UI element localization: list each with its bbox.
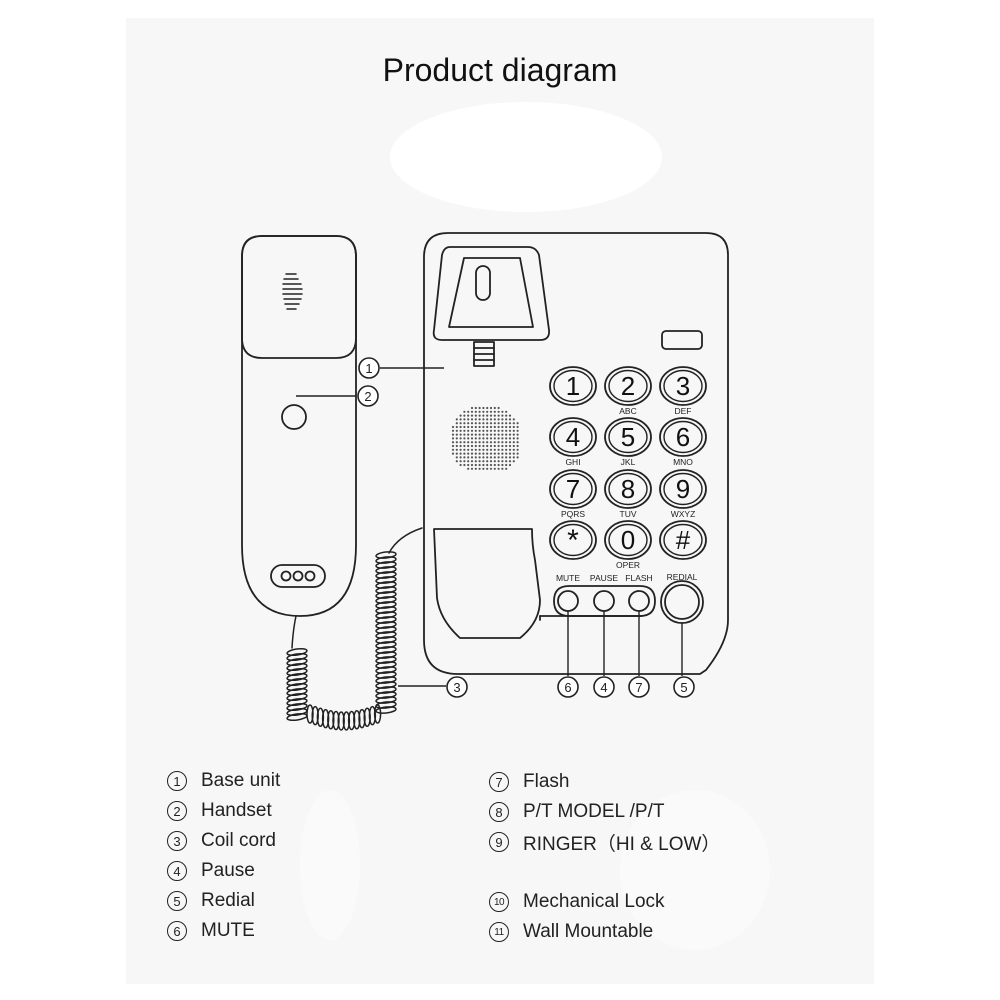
key-digit: 3 <box>676 371 690 401</box>
legend-label: P/T MODEL /P/T <box>523 801 665 822</box>
pause-label: PAUSE <box>590 573 619 583</box>
erased-patch <box>390 102 662 212</box>
legend-item: 5 Redial <box>167 888 255 914</box>
mute-label: MUTE <box>556 573 580 583</box>
key-hash: # <box>659 520 707 560</box>
callout-6: 6 <box>564 680 571 695</box>
key-letters: TUV <box>620 509 637 519</box>
mouthpiece <box>270 564 326 588</box>
legend-number: 3 <box>167 831 187 851</box>
legend-item: 3 Coil cord <box>167 828 276 854</box>
callout-1: 1 <box>365 361 372 376</box>
key-digit: 9 <box>676 474 690 504</box>
key-letters: GHI <box>565 457 580 467</box>
function-keys <box>553 580 704 624</box>
legend-number: 4 <box>167 861 187 881</box>
mute-key <box>557 590 579 612</box>
handset <box>241 235 357 617</box>
key-digit: 8 <box>621 474 635 504</box>
legend-item: 4 Pause <box>167 858 255 884</box>
legend-number: 8 <box>489 802 509 822</box>
key-letters: WXYZ <box>671 509 696 519</box>
legend-number: 1 <box>167 771 187 791</box>
legend-item: 1 Base unit <box>167 768 280 794</box>
coil-cord <box>286 527 423 731</box>
key-digit: 1 <box>566 371 580 401</box>
pause-key <box>593 590 615 612</box>
key-digit: 6 <box>676 422 690 452</box>
flash-key <box>628 590 650 612</box>
redial-key-outer <box>660 580 704 624</box>
redial-key <box>664 584 700 620</box>
legend-label: MUTE <box>201 920 255 941</box>
handset-button <box>281 404 307 430</box>
legend-number: 10 <box>489 892 509 912</box>
legend-label: Redial <box>201 890 255 911</box>
flash-label: FLASH <box>625 573 652 583</box>
legend-item: 9 RINGER（HI & LOW） <box>489 829 720 855</box>
redial-label: REDIAL <box>667 572 698 582</box>
callout-7: 7 <box>635 680 642 695</box>
legend-item: 2 Handset <box>167 798 272 824</box>
lower-cradle <box>433 528 541 639</box>
legend-number: 2 <box>167 801 187 821</box>
key-letters: JKL <box>621 457 636 467</box>
key-letters: DEF <box>675 406 692 416</box>
key-star: * <box>549 520 597 560</box>
callout-3: 3 <box>453 680 460 695</box>
legend-number: 11 <box>489 922 509 942</box>
callout-4: 4 <box>600 680 607 695</box>
key-digit: 2 <box>621 371 635 401</box>
handset-cradle <box>432 246 550 341</box>
legend-item: 7 Flash <box>489 769 569 795</box>
key-letters: PQRS <box>561 509 585 519</box>
legend-number: 6 <box>167 921 187 941</box>
key-digit: 4 <box>566 422 580 452</box>
legend-label: Mechanical Lock <box>523 891 665 912</box>
key-letters: OPER <box>616 560 640 570</box>
legend-label: RINGER（HI & LOW） <box>523 833 721 855</box>
key-letters: ABC <box>619 406 636 416</box>
key-1: 1 <box>549 366 597 406</box>
page-title: Product diagram <box>382 52 618 88</box>
callout-2: 2 <box>364 389 371 404</box>
legend-number: 9 <box>489 832 509 852</box>
legend-label: Handset <box>201 800 272 821</box>
legend-label: Coil cord <box>201 830 276 851</box>
key-digit: 0 <box>621 525 635 555</box>
earpiece-grille <box>282 273 303 310</box>
indicator-light <box>661 330 703 350</box>
legend-label: Wall Mountable <box>523 921 654 942</box>
key-digit: * <box>567 524 579 557</box>
legend-item: 6 MUTE <box>167 918 255 944</box>
callout-5: 5 <box>680 680 687 695</box>
legend-label: Pause <box>201 860 255 881</box>
speaker-grille <box>451 406 519 470</box>
legend-item: 10 Mechanical Lock <box>489 889 665 915</box>
legend-number: 5 <box>167 891 187 911</box>
legend-label: Flash <box>523 771 570 792</box>
key-digit: 5 <box>621 422 635 452</box>
legend-item: 8 P/T MODEL /P/T <box>489 799 664 825</box>
key-letters: MNO <box>673 457 693 467</box>
key-digit: 7 <box>566 474 580 504</box>
erased-patch <box>300 790 360 940</box>
erased-patch <box>620 790 770 950</box>
legend-item: 11 Wall Mountable <box>489 919 653 945</box>
base-unit <box>423 232 729 675</box>
key-digit: # <box>676 525 691 555</box>
legend-label: Base unit <box>201 770 281 791</box>
legend-number: 7 <box>489 772 509 792</box>
